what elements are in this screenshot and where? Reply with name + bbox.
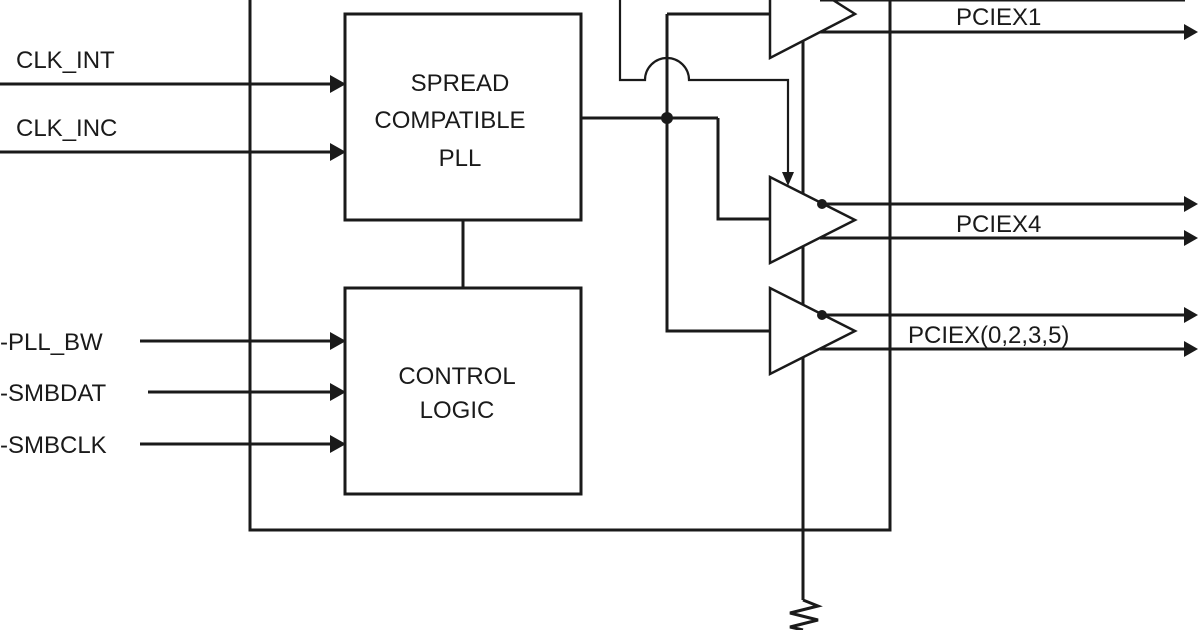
smbclk-label: -SMBCLK <box>0 432 107 459</box>
pll-bw-arrow <box>330 332 346 350</box>
clk-inc-label: CLK_INC <box>16 115 117 142</box>
control-label-line2: LOGIC <box>420 397 495 424</box>
smbdat-arrow <box>330 383 346 401</box>
chip-boundary <box>248 0 892 532</box>
smbdat-label: -SMBDAT <box>0 380 107 407</box>
clk-inc-arrow <box>330 143 346 161</box>
pciex4-buffer <box>768 174 858 266</box>
pciex4-arrow-a <box>1184 196 1198 212</box>
pciex4-label: PCIEX4 <box>956 211 1041 238</box>
smbclk-arrow <box>330 435 346 453</box>
pciex1-buffer <box>768 0 858 61</box>
pciex-group-arrow-b <box>1184 341 1198 357</box>
pll-label-line2: COMPATIBLE <box>374 107 525 134</box>
pll-bw-label: -PLL_BW <box>0 329 103 356</box>
control-logic-block <box>343 286 583 496</box>
resistor-icon <box>789 598 823 630</box>
enable-arrow <box>782 172 794 186</box>
pciex-group-buffer <box>768 285 858 377</box>
pciex-group-label: PCIEX(0,2,3,5) <box>908 322 1069 349</box>
pciex1-arrow-b <box>1184 24 1198 40</box>
control-label-line1: CONTROL <box>398 363 515 390</box>
pciex4-feed-wire <box>716 118 770 221</box>
pciex1-label: PCIEX1 <box>956 4 1041 31</box>
clock-bus-vertical <box>665 14 770 333</box>
clk-int-arrow <box>330 75 346 93</box>
clk-int-label: CLK_INT <box>16 47 115 74</box>
pciex4-arrow-b <box>1184 230 1198 246</box>
pll-label-line1: SPREAD <box>411 70 510 97</box>
enable-line <box>618 0 790 176</box>
pciex-group-arrow-a <box>1184 307 1198 323</box>
pll-label-line3: PLL <box>439 145 482 172</box>
